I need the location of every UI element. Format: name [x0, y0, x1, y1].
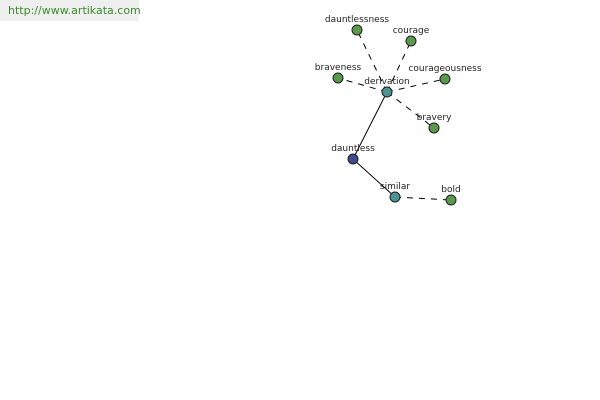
edge-derivation-courageousness [386, 78, 446, 93]
node-label-courage: courage [393, 26, 430, 36]
node-label-bold: bold [441, 185, 460, 195]
node-label-similar: similar [380, 182, 410, 192]
node-dauntlessness[interactable] [351, 24, 363, 36]
node-label-derivation: derivation [364, 77, 410, 87]
site-url-link[interactable]: http://www.artikata.com [0, 0, 141, 21]
node-dauntless[interactable] [347, 153, 359, 165]
edge-derivation-braveness [337, 77, 388, 93]
graph-edges [337, 29, 452, 201]
edge-dauntless-similar [352, 158, 396, 198]
graph-labels: dauntlessderivationsimilardauntlessnessc… [315, 15, 482, 195]
node-label-dauntless: dauntless [331, 144, 375, 154]
node-similar[interactable] [389, 191, 401, 203]
node-courage[interactable] [405, 35, 417, 47]
node-courageousness[interactable] [439, 73, 451, 85]
edge-derivation-courage [386, 40, 412, 93]
node-derivation[interactable] [381, 86, 393, 98]
node-braveness[interactable] [332, 72, 344, 84]
node-label-dauntlessness: dauntlessness [325, 15, 390, 25]
node-bravery[interactable] [428, 122, 440, 134]
edge-similar-bold [394, 196, 452, 201]
node-label-bravery: bravery [417, 113, 452, 123]
graph-nodes [332, 24, 457, 206]
node-bold[interactable] [445, 194, 457, 206]
edge-dauntless-derivation [352, 91, 388, 160]
node-label-braveness: braveness [315, 63, 362, 73]
edge-derivation-bravery [386, 91, 435, 129]
node-label-courageousness: courageousness [408, 64, 481, 74]
